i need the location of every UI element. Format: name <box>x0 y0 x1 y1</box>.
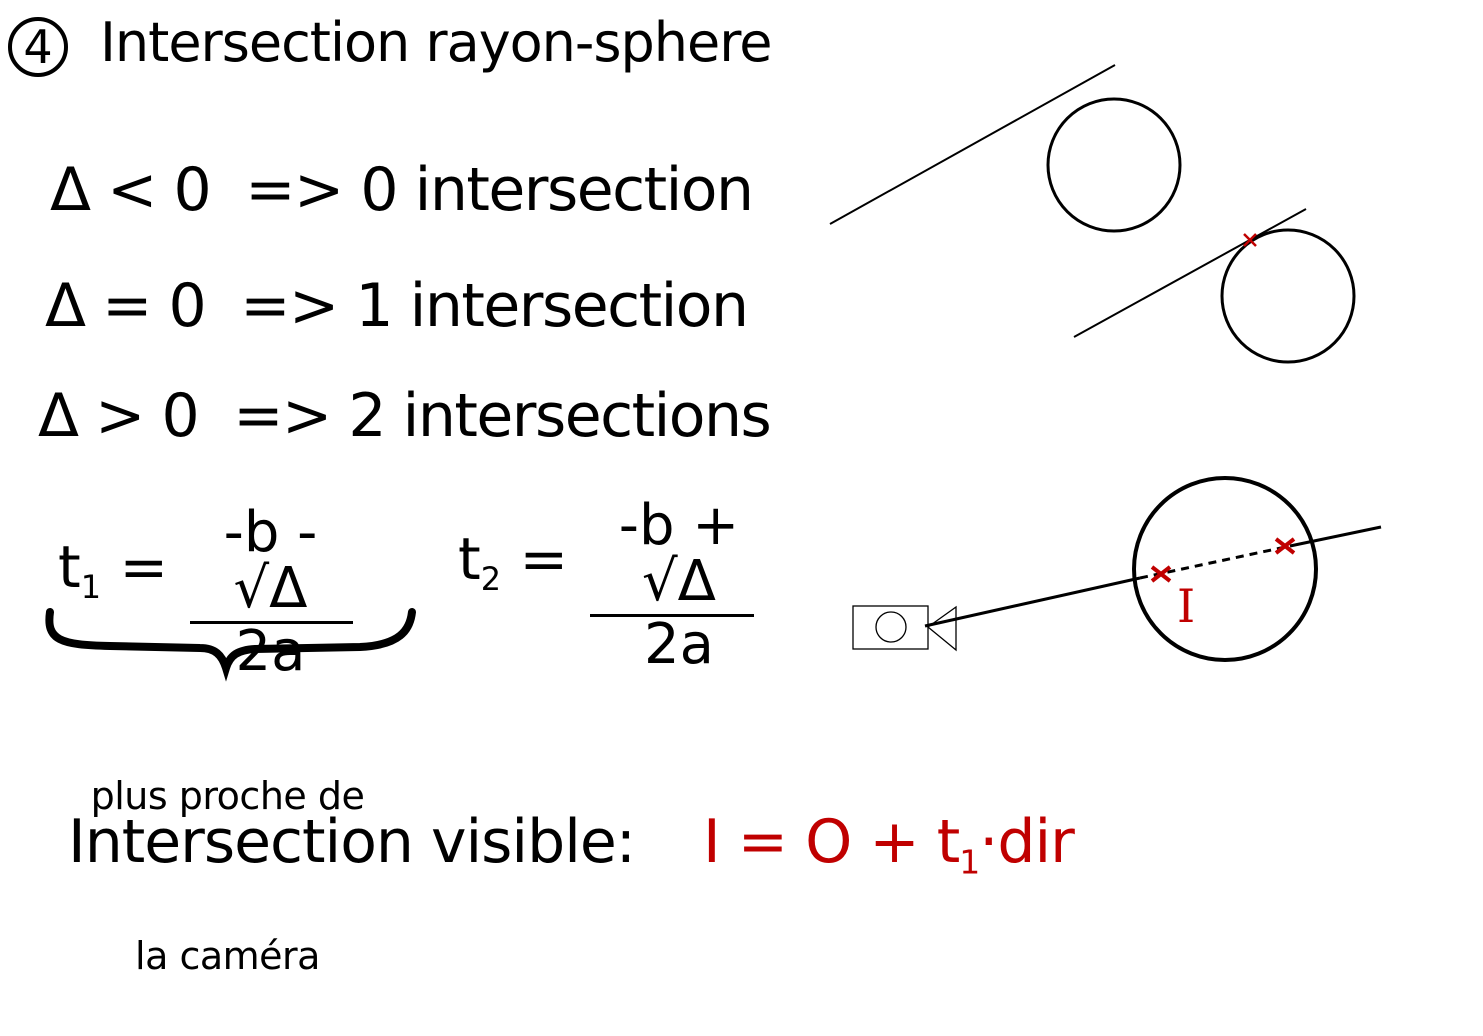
diagram-canvas: I <box>45 64 1382 682</box>
slide-number-badge: 4 <box>8 17 68 77</box>
t2-numerator: -b + √Δ <box>618 493 740 614</box>
t1-eq: = <box>119 533 169 601</box>
conclusion-formula-post: ·dir <box>979 807 1074 877</box>
ray-inside-dashed <box>1139 544 1291 580</box>
intersection-label: I <box>1177 579 1195 633</box>
conclusion-formula-pre: I = O + t <box>703 807 960 877</box>
t1-fraction: -b - √Δ 2a <box>178 505 363 680</box>
t1-var: t <box>58 533 81 601</box>
ray-tangent <box>1073 208 1307 338</box>
ray-front <box>924 576 1141 628</box>
sphere-tangent <box>1220 228 1356 364</box>
sphere-miss <box>1046 97 1182 233</box>
ray-back <box>1289 525 1382 548</box>
t2-label: t2 = <box>458 530 568 596</box>
t2-eq: = <box>519 525 569 593</box>
t2-fraction: -b + √Δ 2a <box>578 498 780 673</box>
condition-two-intersections: Δ > 0 => 2 intersections <box>38 381 772 451</box>
slide-title: Intersection rayon-sphere <box>100 11 772 74</box>
conclusion-formula: I = O + t1·dir <box>703 812 1075 882</box>
t1-sub: 1 <box>80 568 102 607</box>
t1-fraction-bar <box>190 621 353 624</box>
camera-icon <box>852 605 957 652</box>
t2-denominator: 2a <box>644 612 714 677</box>
far-intersection-marker <box>1274 537 1296 555</box>
t1-numerator: -b - √Δ <box>223 500 318 621</box>
near-intersection-marker <box>1150 565 1172 583</box>
sphere-hit <box>1132 476 1318 662</box>
t2-var: t <box>458 525 481 593</box>
t2-fraction-bar <box>590 614 754 617</box>
brace-note-line1: plus proche de <box>90 774 365 819</box>
tangent-point-marker <box>1243 233 1257 247</box>
conclusion-formula-sub: 1 <box>959 842 980 882</box>
curly-brace <box>45 608 416 682</box>
t1-label: t1 = <box>58 538 168 604</box>
ray-miss <box>829 64 1116 225</box>
t2-sub: 2 <box>480 560 502 599</box>
conclusion-label: Intersection visible: <box>68 807 636 877</box>
condition-no-intersection: Δ < 0 => 0 intersection <box>50 155 754 225</box>
condition-one-intersection: Δ = 0 => 1 intersection <box>45 271 749 341</box>
